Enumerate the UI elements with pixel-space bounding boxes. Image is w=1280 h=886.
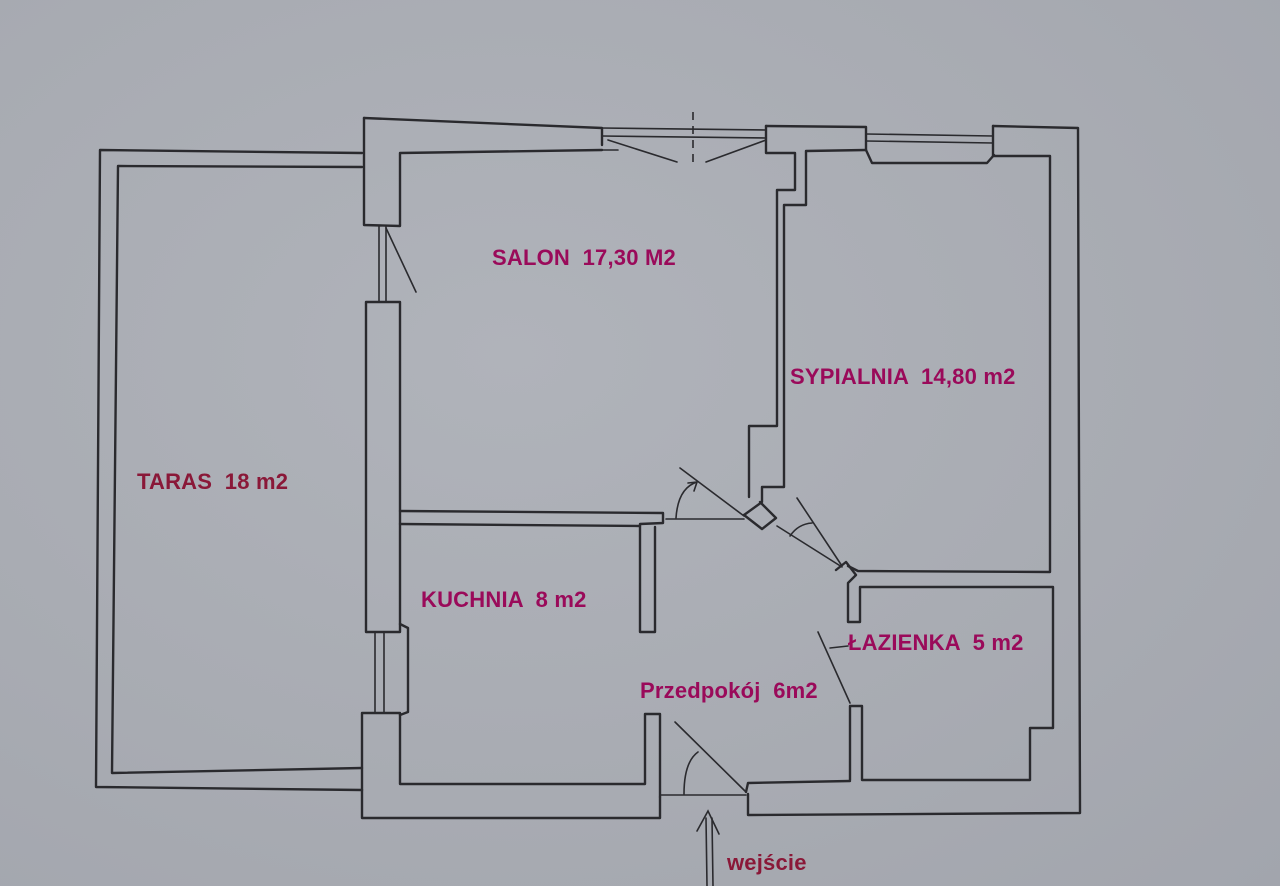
room-label-kuchnia: KUCHNIA 8 m2	[421, 587, 587, 612]
room-label-sypialnia: SYPIALNIA 14,80 m2	[790, 364, 1016, 389]
room-label-salon: SALON 17,30 M2	[492, 245, 676, 270]
wall-bath-west	[742, 497, 1055, 782]
entrance-label: wejście	[727, 850, 807, 875]
bedroom-window	[746, 124, 1082, 817]
door-entrance	[659, 721, 852, 796]
room-label-taras: TARAS 18 m2	[137, 469, 289, 494]
wall-salon-west	[362, 116, 604, 634]
salon-window	[601, 112, 767, 163]
door-salon	[675, 467, 745, 519]
room-label-przedpokoj: Przedpokój 6m2	[640, 678, 818, 703]
room-label-lazienka: ŁAZIENKA 5 m2	[848, 630, 1024, 655]
wall-kitchen-west	[360, 622, 662, 820]
wall-kitchen-north	[398, 509, 745, 634]
wall-salon-east	[742, 124, 868, 517]
entrance-arrow-icon	[696, 809, 720, 886]
terrace-outline	[94, 148, 364, 792]
